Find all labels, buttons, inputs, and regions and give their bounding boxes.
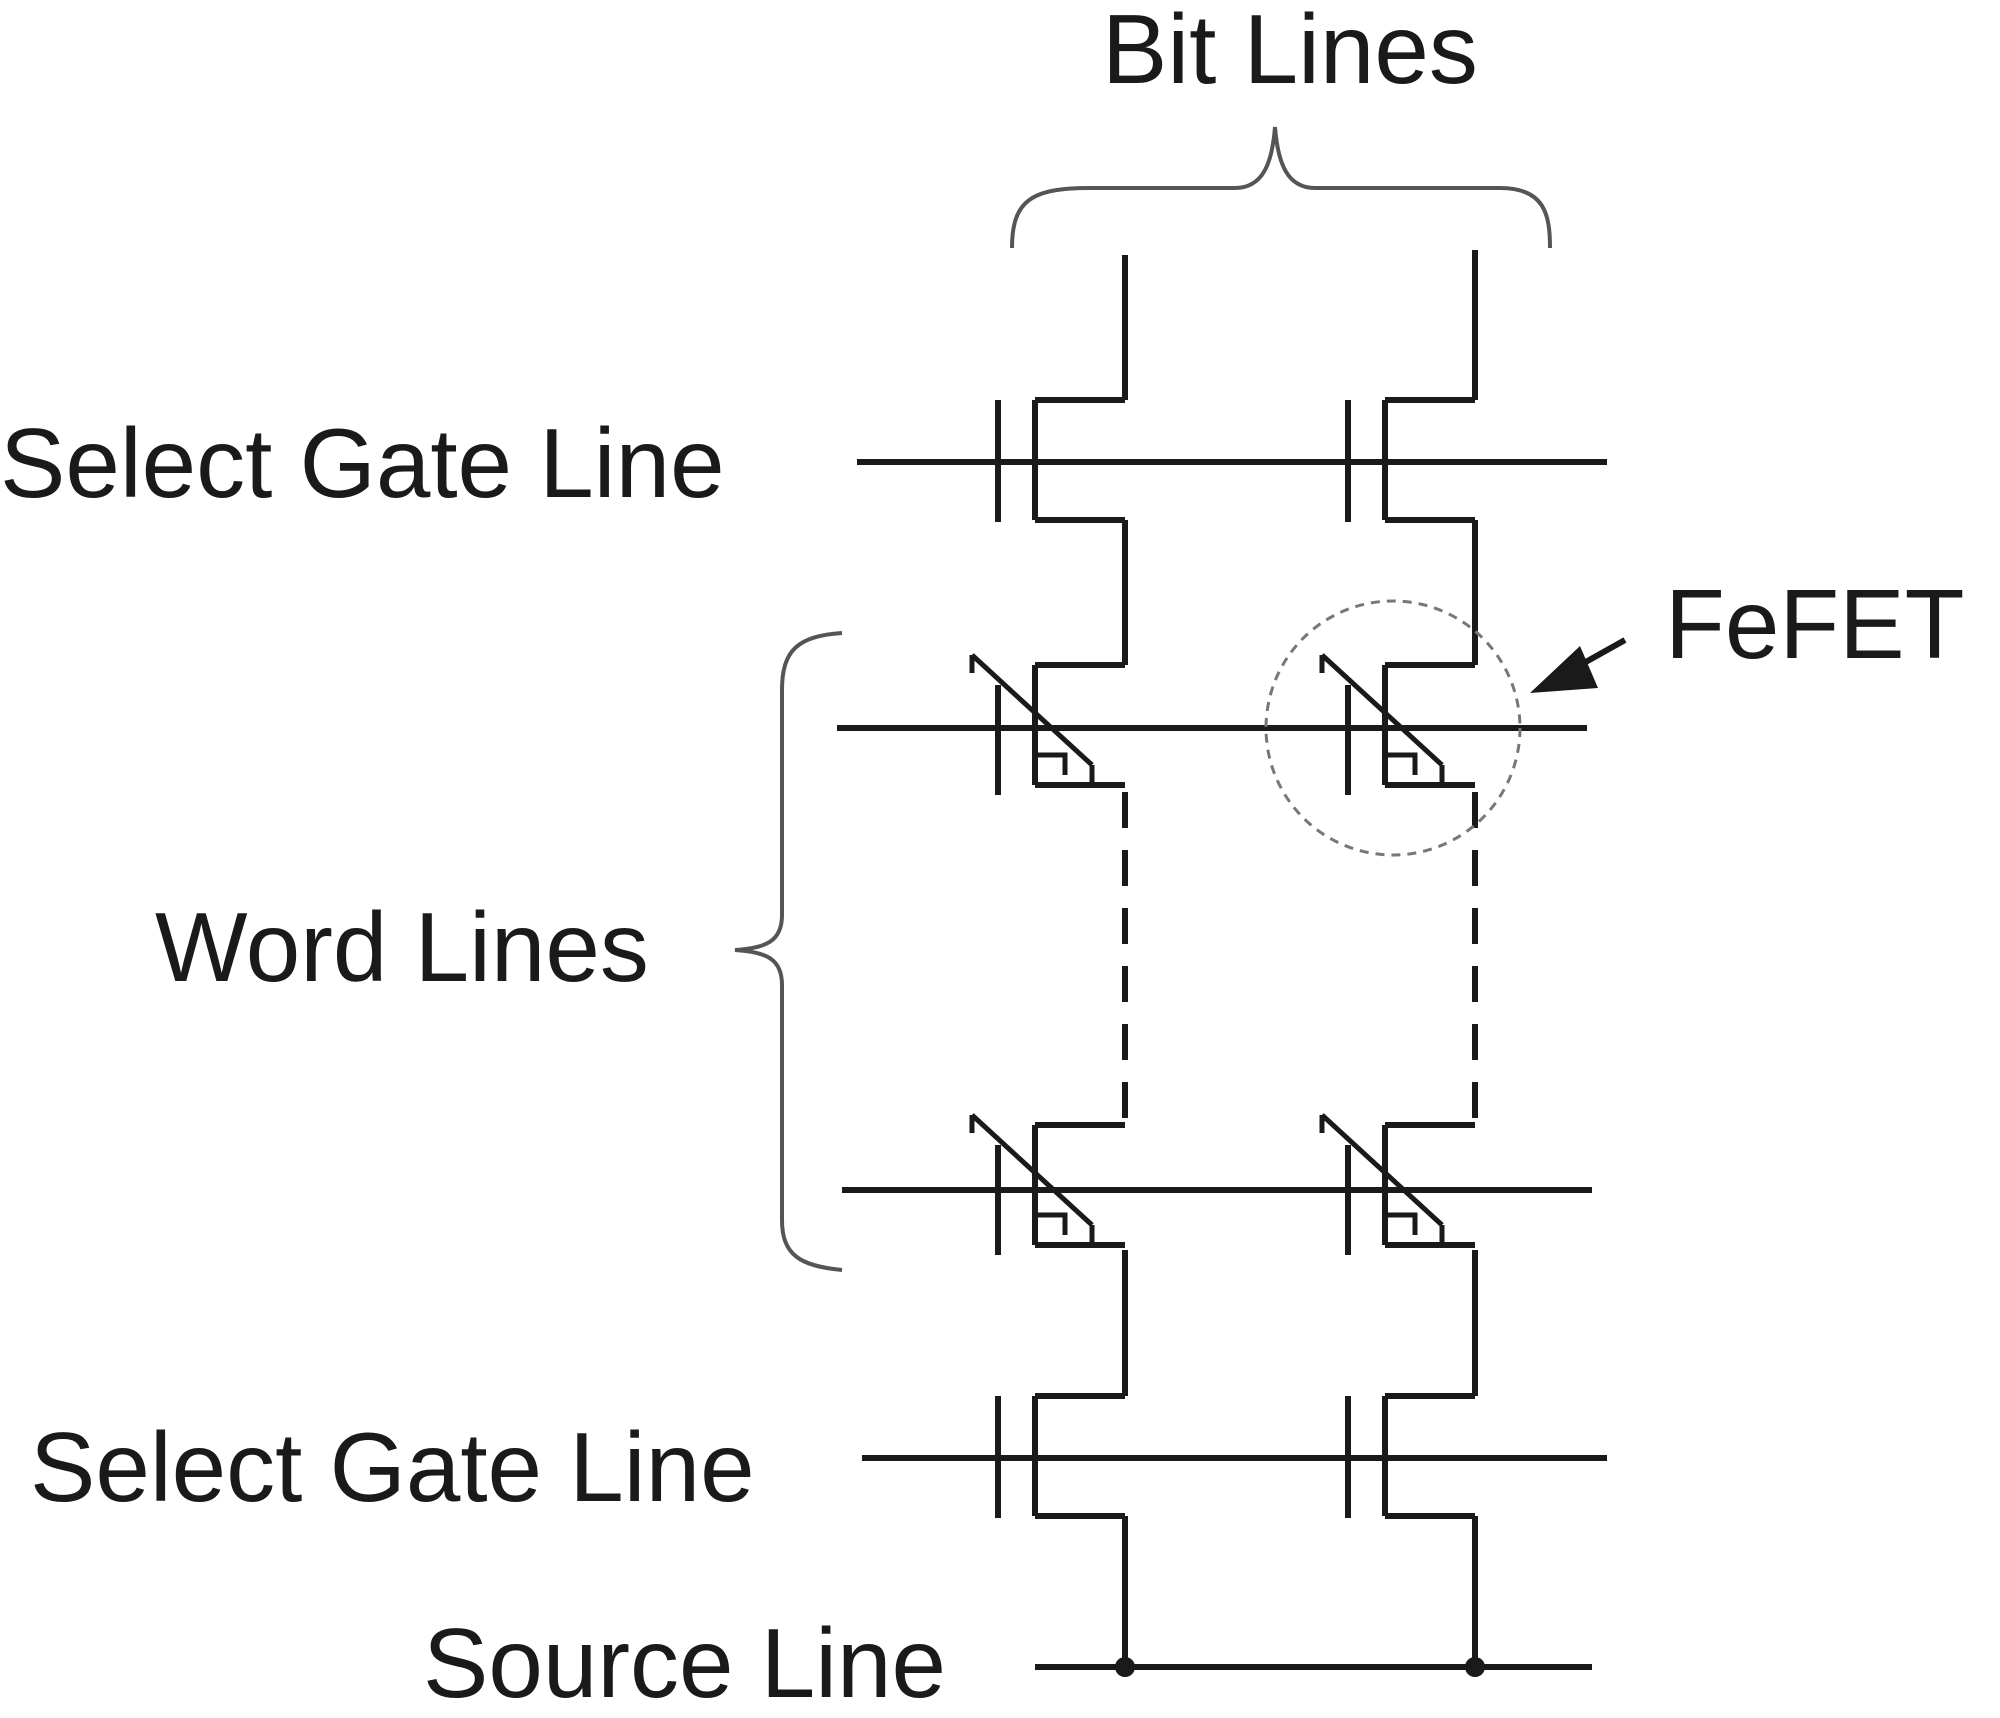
source-line-label: Source Line xyxy=(423,1608,947,1718)
junction-dot-1 xyxy=(1115,1657,1135,1677)
bit-lines-label: Bit Lines xyxy=(1102,0,1478,104)
word-lines-label: Word Lines xyxy=(155,892,649,1002)
junction-dot-2 xyxy=(1465,1657,1485,1677)
bit-lines-brace xyxy=(1010,126,1552,249)
select-gate-line-top-label: Select Gate Line xyxy=(0,408,725,518)
fefet-cell-n-1 xyxy=(972,1115,1125,1255)
arrow-icon xyxy=(1530,637,1627,693)
word-lines-brace xyxy=(734,631,843,1272)
select-gate-line-bottom-label: Select Gate Line xyxy=(30,1412,755,1522)
fefet-label: FeFET xyxy=(1665,569,1965,679)
fefet-highlight-circle xyxy=(1264,599,1522,857)
fefet-cell-n-2 xyxy=(1322,1115,1475,1255)
